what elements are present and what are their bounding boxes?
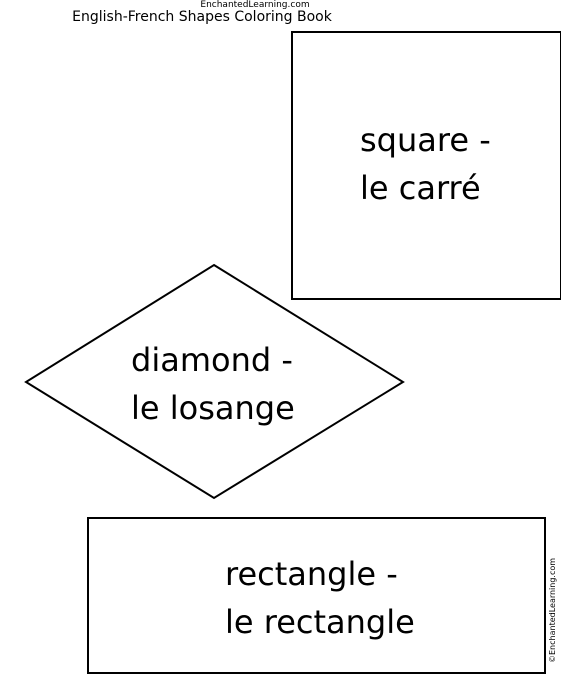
copyright-notice: ©EnchantedLearning.com [548, 557, 557, 663]
page-title: English-French Shapes Coloring Book [72, 9, 332, 25]
site-name-header: EnchantedLearning.com [200, 0, 310, 10]
diamond-label-french: le losange [131, 389, 295, 427]
square-label-french: le carré [360, 169, 481, 207]
square-label: square - le carré [360, 116, 491, 212]
rectangle-label: rectangle - le rectangle [225, 550, 415, 646]
rectangle-label-english: rectangle - [225, 555, 398, 593]
square-label-english: square - [360, 121, 491, 159]
rectangle-label-french: le rectangle [225, 603, 415, 641]
diamond-label-english: diamond - [131, 341, 293, 379]
diamond-label: diamond - le losange [131, 336, 295, 432]
